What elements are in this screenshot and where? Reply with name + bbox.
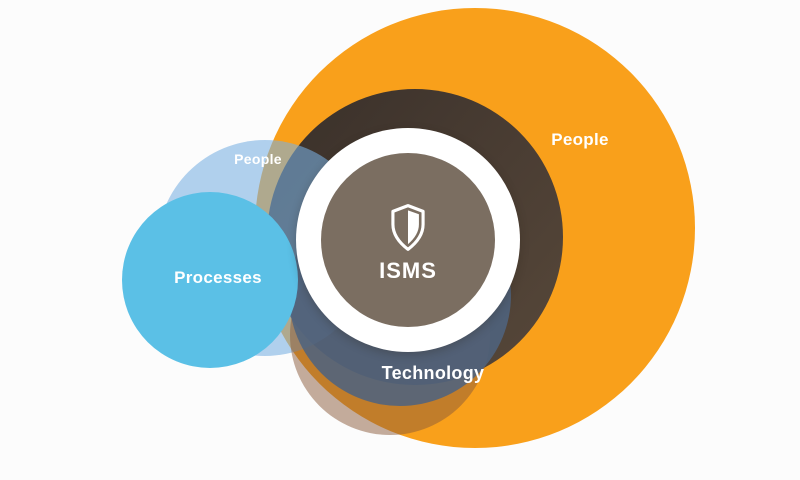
people-inner-label: People xyxy=(234,151,282,167)
technology-label: Technology xyxy=(381,363,485,383)
isms-core-circle: ISMS xyxy=(321,153,495,327)
processes-label: Processes xyxy=(174,268,262,287)
processes-circle xyxy=(122,192,298,368)
shield-icon xyxy=(391,204,425,251)
people-outer-label: People xyxy=(551,130,609,149)
isms-title: ISMS xyxy=(379,258,437,283)
